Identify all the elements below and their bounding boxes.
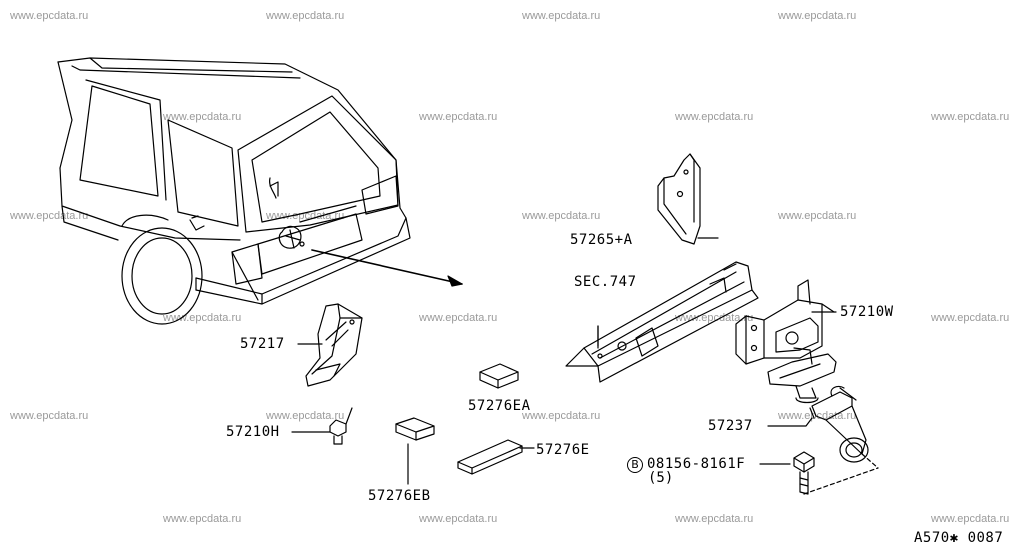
watermark: www.epcdata.ru bbox=[163, 513, 242, 525]
label-57276e: 57276E bbox=[536, 442, 590, 458]
spare-carrier-bracket bbox=[735, 279, 837, 404]
pointer-arrow bbox=[311, 249, 463, 287]
watermark: www.epcdata.ru bbox=[522, 10, 601, 22]
pad-57276ea bbox=[479, 363, 519, 389]
watermark: www.epcdata.ru bbox=[266, 410, 345, 422]
watermark: www.epcdata.ru bbox=[266, 10, 345, 22]
label-57265a: 57265+A bbox=[570, 232, 633, 248]
watermark: www.epcdata.ru bbox=[10, 10, 89, 22]
label-57237: 57237 bbox=[708, 418, 753, 434]
clip-57210h bbox=[291, 407, 353, 445]
bracket-57265a bbox=[657, 153, 719, 245]
watermark: www.epcdata.ru bbox=[419, 111, 498, 123]
bolt-line bbox=[861, 453, 879, 469]
spare-hanger bbox=[809, 385, 869, 463]
watermark: www.epcdata.ru bbox=[778, 10, 857, 22]
pad-57276e bbox=[457, 439, 535, 475]
label-bolt: 08156-8161F bbox=[647, 456, 746, 472]
watermark: www.epcdata.ru bbox=[163, 312, 242, 324]
label-57210h: 57210H bbox=[226, 424, 280, 440]
bolt-08156 bbox=[759, 451, 815, 495]
label-57276eb: 57276EB bbox=[368, 488, 431, 504]
watermark: www.epcdata.ru bbox=[419, 513, 498, 525]
watermark: www.epcdata.ru bbox=[931, 312, 1010, 324]
label-57210w: 57210W bbox=[840, 304, 894, 320]
cross-member bbox=[565, 261, 759, 383]
watermark: www.epcdata.ru bbox=[522, 410, 601, 422]
leader-lines bbox=[597, 311, 837, 427]
watermark: www.epcdata.ru bbox=[778, 210, 857, 222]
watermark: www.epcdata.ru bbox=[675, 312, 754, 324]
label-57217: 57217 bbox=[240, 336, 285, 352]
watermark: www.epcdata.ru bbox=[419, 312, 498, 324]
vehicle-illustration bbox=[57, 57, 411, 325]
watermark: www.epcdata.ru bbox=[10, 210, 89, 222]
watermark: www.epcdata.ru bbox=[10, 410, 89, 422]
bolt-qty: (5) bbox=[648, 470, 674, 486]
pad-57276eb bbox=[395, 417, 435, 485]
watermark: www.epcdata.ru bbox=[266, 210, 345, 222]
bolt-line bbox=[803, 467, 879, 495]
watermark: www.epcdata.ru bbox=[931, 513, 1010, 525]
watermark: www.epcdata.ru bbox=[522, 210, 601, 222]
watermark: www.epcdata.ru bbox=[675, 513, 754, 525]
bracket-57217 bbox=[297, 303, 363, 387]
label-57276ea: 57276EA bbox=[468, 398, 531, 414]
bolt-prefix-circle: B bbox=[627, 457, 643, 473]
watermark: www.epcdata.ru bbox=[163, 111, 242, 123]
watermark: www.epcdata.ru bbox=[675, 111, 754, 123]
watermark: www.epcdata.ru bbox=[931, 111, 1010, 123]
label-sec747: SEC.747 bbox=[574, 274, 637, 290]
figure-reference: A570✱ 0087 bbox=[914, 530, 1004, 546]
